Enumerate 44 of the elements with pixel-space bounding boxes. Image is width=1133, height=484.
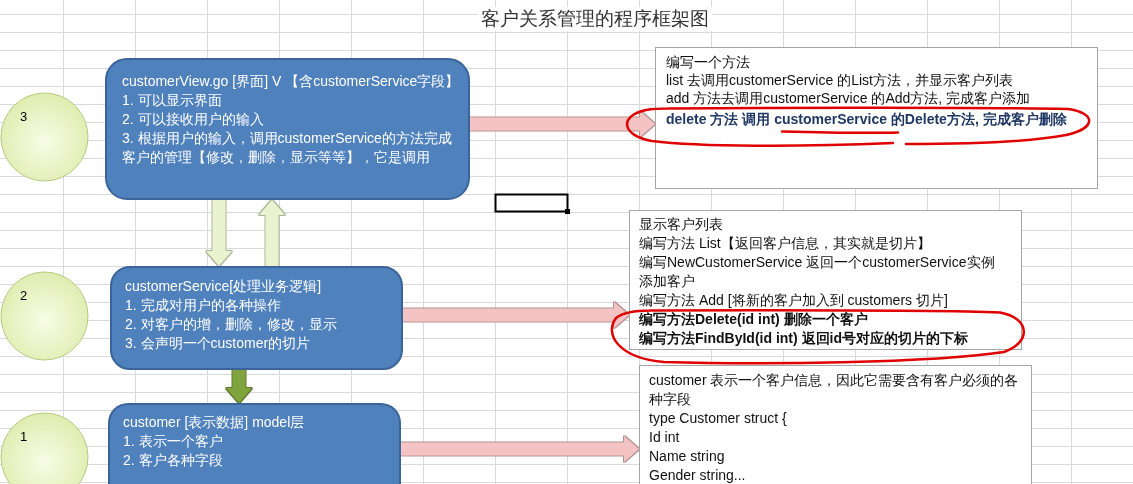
note-line: type Customer struct { [649,409,788,428]
heading-text: customerView.go [界面] V 【含customerService字段】 [122,72,460,91]
note-box [639,365,1032,484]
block-arrow [226,370,252,403]
diagram-title: 客户关系管理的程序框架图 [478,7,712,31]
list-item: 3. 根据用户的输入，调用customerService的方法完成客户的管理【修改，删除，显示等等】，它是调用 [122,129,453,167]
block-arrow [401,436,639,462]
list-item: 2. 客户各种字段 [123,451,224,470]
list-item: 1. 完成对用户的各种操作 [125,296,282,315]
layer-number: 3 [20,109,28,124]
layer-box [110,266,403,370]
note-line: 添加客户 [639,272,696,291]
note-line: 显示客户列表 [639,215,724,234]
note-box [629,210,1022,350]
note-line: 编写方法 List【返回客户信息，其实就是切片】 [639,234,932,253]
note-line: Name string [649,447,726,466]
layer-number: 2 [20,288,28,303]
list-item: 2. 对客户的增，删除，修改，显示 [125,315,338,334]
note-line: Id int [649,428,681,447]
list-item: 3. 会声明一个customer的切片 [125,334,312,353]
block-arrow [206,200,232,266]
block-arrow [403,302,629,328]
note-line: 编写方法Delete(id int) 删除一个客户 [639,310,869,329]
heading-text: customerService[处理业务逻辑] [125,277,323,296]
note-line: 编写方法FindById(id int) 返回id号对应的切片的下标 [639,329,969,348]
list-item: 1. 可以显示界面 [122,91,223,110]
layer-box [108,403,401,484]
layer-number: 1 [20,429,28,444]
note-line: 编写方法 Add [将新的客户加入到 customers 切片] [639,291,949,310]
block-arrow [259,200,285,266]
note-line: Gender string... [649,466,747,484]
layer-circle [0,271,89,361]
layer-circle [0,92,89,182]
note-box [655,47,1098,189]
list-item: 2. 可以接收用户的输入 [122,110,265,129]
note-line: delete 方法 调用 customerService 的Delete方法, 完成客户删除 [666,110,1068,128]
note-line: 编写NewCustomerService 返回一个customerService实例 [639,253,996,272]
block-arrow [470,111,655,137]
layer-box [105,58,470,200]
note-line: add 方法去调用customerService 的Add方法, 完成客户添加 [666,89,1032,107]
note-line: 编写一个方法 [666,53,751,71]
heading-text: customer [表示数据] model层 [123,413,306,432]
list-item: 1. 表示一个客户 [123,432,224,451]
note-line: list 去调用customerService 的List方法，并显示客户列表 [666,71,1014,89]
